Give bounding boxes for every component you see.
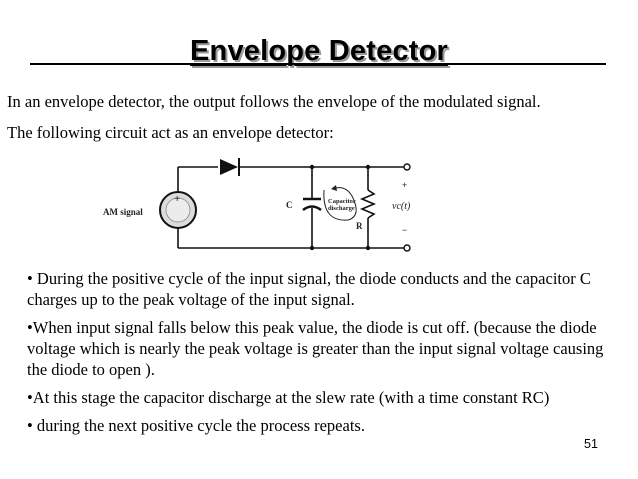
- output-voltage-label: vc(t): [392, 201, 411, 212]
- envelope-detector-circuit-diagram: + AM signal C Capacitor discharge R + vc…: [103, 158, 411, 252]
- capacitor-discharge-label-1: Capacitor: [328, 198, 356, 205]
- capacitor-discharge-label-2: discharge: [328, 205, 355, 212]
- output-plus-label: +: [402, 180, 407, 190]
- output-terminal-bottom: [403, 244, 411, 252]
- title-underline-rule: [30, 63, 606, 65]
- output-minus-label: −: [402, 225, 407, 235]
- source-plus-label: +: [174, 193, 180, 205]
- bullet-item-1: • During the positive cycle of the input…: [27, 269, 591, 309]
- resistor-label: R: [356, 221, 363, 231]
- bullet-item-3: •At this stage the capacitor discharge a…: [27, 388, 550, 407]
- page-number: 51: [584, 437, 598, 451]
- capacitor-label: C: [286, 200, 293, 210]
- bullet-list: • During the positive cycle of the input…: [27, 268, 607, 443]
- intro-line-1: In an envelope detector, the output foll…: [7, 92, 541, 111]
- bullet-item-2: •When input signal falls below this peak…: [27, 318, 604, 379]
- bullet-item-4: • during the next positive cycle the pro…: [27, 416, 365, 435]
- am-signal-label: AM signal: [103, 207, 143, 217]
- capacitor-symbol: [302, 197, 322, 212]
- discharge-arrow: [323, 187, 357, 221]
- intro-line-2: The following circuit act as an envelope…: [7, 123, 334, 142]
- am-source-symbol: [159, 191, 197, 229]
- output-terminal-top: [403, 163, 411, 171]
- slide-title: Envelope Detector: [189, 35, 449, 67]
- diode-symbol: [220, 158, 240, 176]
